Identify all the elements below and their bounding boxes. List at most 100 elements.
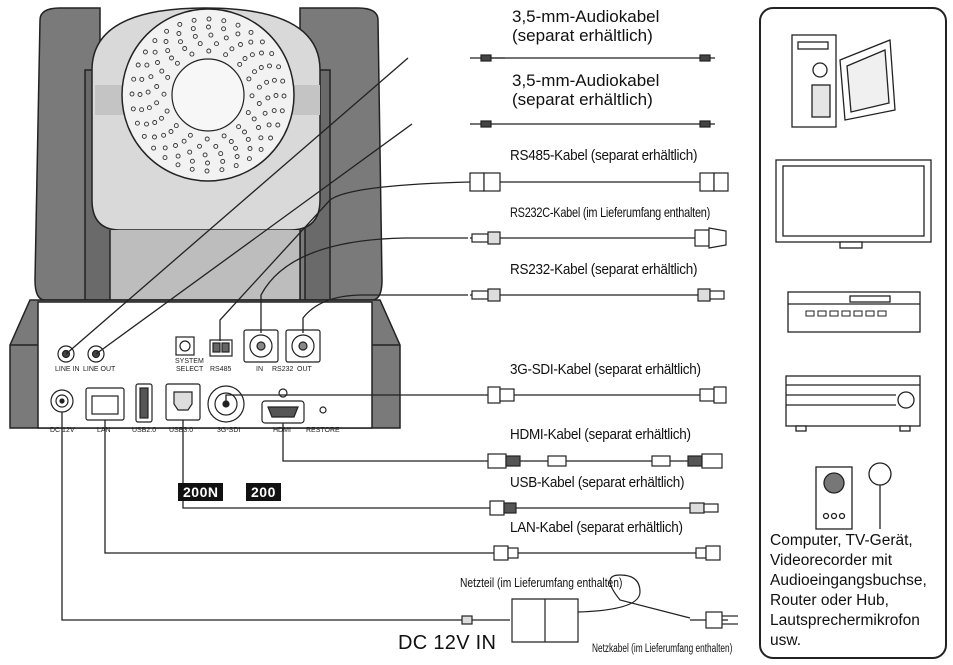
computer-icon	[791, 34, 896, 128]
grille-hole	[139, 76, 145, 82]
grille-hole	[246, 76, 252, 82]
grille-hole	[145, 89, 151, 95]
hdmi-cable-label: HDMI-Kabel (separat erhältlich)	[510, 426, 691, 443]
grille-hole	[275, 122, 281, 128]
grille-hole	[267, 63, 272, 69]
grille-hole	[175, 162, 181, 168]
grille-hole	[164, 28, 170, 34]
cable-icons	[450, 54, 738, 643]
grille-hole	[251, 116, 257, 122]
grille-hole	[265, 95, 271, 101]
grille-hole	[144, 121, 149, 127]
grille-hole	[271, 108, 277, 114]
grille-hole	[281, 93, 287, 99]
grille-hole	[214, 41, 219, 47]
grille-hole	[258, 135, 264, 141]
grille-hole	[252, 69, 257, 75]
grille-hole	[219, 167, 225, 173]
grille-hole	[168, 129, 174, 134]
grille-hole	[187, 149, 193, 155]
grille-hole	[242, 56, 248, 61]
grille-hole	[190, 26, 196, 32]
grille-hole	[175, 153, 181, 159]
line-out-label: LINE OUT	[83, 366, 116, 373]
grille-hole	[165, 74, 171, 80]
grille-hole	[181, 138, 187, 144]
rs232-cable	[470, 288, 725, 302]
grille-hole	[221, 26, 227, 32]
restore-label: RESTORE	[306, 427, 340, 434]
grille-hole	[256, 84, 262, 90]
grille-hole	[206, 16, 212, 22]
cable-routes	[61, 57, 495, 621]
grille-hole	[130, 106, 136, 112]
grille-hole	[174, 60, 180, 66]
grille-hole	[141, 133, 147, 139]
grille-hole	[146, 105, 152, 111]
grille-hole	[221, 133, 227, 139]
grille-hole	[152, 120, 158, 125]
microphone-icon	[868, 462, 892, 529]
grille-hole	[192, 33, 198, 39]
speaker-grille	[121, 8, 295, 182]
grille-hole	[173, 123, 179, 129]
rs485-cable	[469, 172, 729, 192]
grille-hole	[204, 168, 210, 174]
grille-hole	[223, 35, 229, 41]
lan-cable	[493, 545, 721, 561]
grille-hole	[173, 143, 178, 148]
grille-hole	[165, 48, 171, 54]
rs232c-cable-label: RS232C-Kabel (im Lieferumfang enthalten)	[510, 204, 711, 220]
hdmi-port-label: HDMI	[273, 427, 291, 434]
grille-hole	[279, 108, 285, 114]
rs232c-cable	[470, 227, 727, 249]
grille-hole	[206, 24, 211, 30]
recorder-icon	[787, 291, 921, 333]
grille-hole	[221, 18, 227, 24]
grille-hole	[154, 84, 160, 89]
grille-hole	[271, 77, 277, 83]
rs485-port-label: RS485	[210, 366, 232, 373]
grille-hole	[206, 48, 212, 54]
grille-hole	[229, 46, 235, 52]
grille-hole	[238, 42, 243, 47]
grille-hole	[269, 51, 275, 57]
grille-hole	[152, 49, 158, 55]
model-tag-200n: 200N	[178, 483, 224, 501]
grille-hole	[204, 136, 210, 142]
grille-hole	[144, 62, 150, 68]
grille-hole	[248, 39, 254, 45]
sdi-cable	[487, 386, 727, 404]
devices-line-1: Computer, TV-Gerät,	[770, 532, 913, 549]
usb-cable-label: USB-Kabel (separat erhältlich)	[510, 474, 685, 491]
line-in-label: LINE IN	[55, 366, 80, 373]
system-select-label-2: SELECT	[176, 366, 204, 373]
system-select-label-1: SYSTEM	[175, 358, 204, 365]
audio-cable-in-line1: 3,5-mm-Audiokabel	[512, 7, 660, 26]
grille-hole	[177, 21, 183, 27]
grille-hole	[189, 158, 195, 164]
grille-hole	[228, 139, 234, 144]
grille-hole	[245, 110, 251, 116]
grille-hole	[233, 163, 239, 169]
grille-hole	[161, 91, 167, 97]
grille-hole	[205, 160, 210, 166]
lan-cable-label: LAN-Kabel (separat erhältlich)	[510, 519, 683, 536]
audio-cable-out-label: 3,5-mm-Audiokabel (separat erhältlich)	[512, 71, 659, 109]
grille-hole	[159, 68, 165, 74]
grille-hole	[182, 46, 188, 51]
speaker-icon	[815, 466, 853, 530]
hdmi-cable	[487, 453, 723, 469]
grille-hole	[258, 65, 264, 70]
usb30-port-label: USB3.0	[169, 427, 194, 434]
grille-hole	[256, 125, 261, 130]
devices-line-4: Router oder Hub,	[770, 592, 889, 609]
grille-hole	[218, 151, 224, 157]
grille-hole	[273, 93, 279, 98]
grille-hole	[213, 143, 219, 149]
ports	[50, 329, 327, 424]
grille-hole	[258, 146, 264, 152]
grille-hole	[191, 17, 197, 23]
